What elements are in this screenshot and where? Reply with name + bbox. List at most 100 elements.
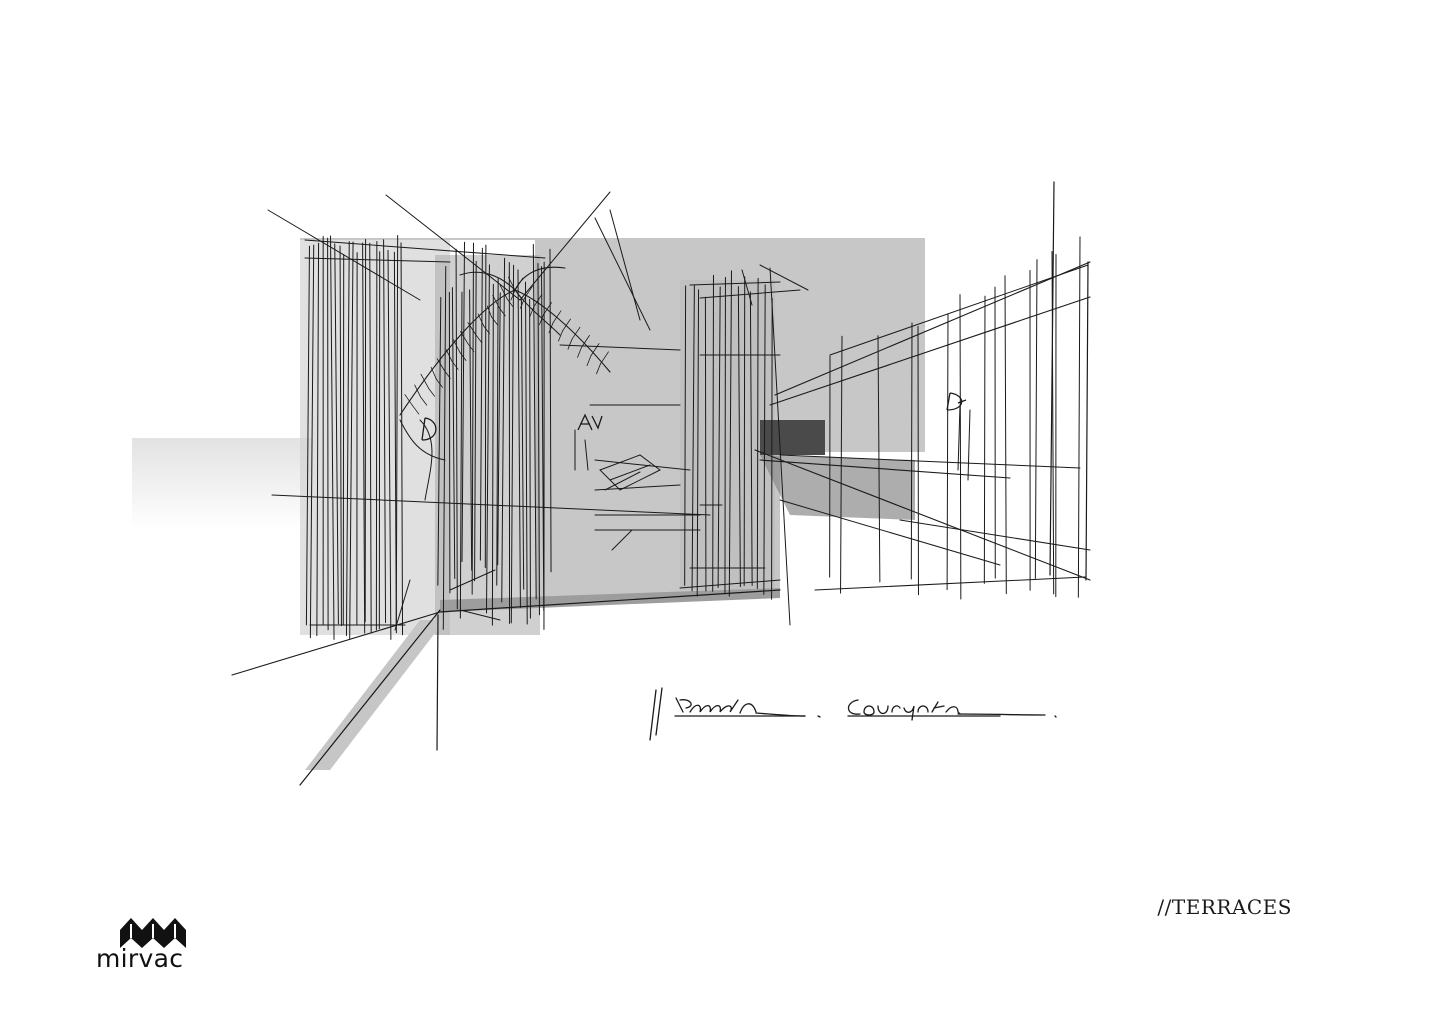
sketch-stroke — [541, 266, 545, 612]
sketch-stroke — [436, 378, 443, 388]
sketch-stroke — [524, 281, 528, 625]
sketch-stroke — [498, 307, 506, 317]
sketch-stroke — [479, 247, 483, 561]
sketch-stroke — [577, 346, 582, 358]
sketch-stroke — [524, 285, 533, 299]
sketch-stroke — [559, 344, 681, 351]
sketch-stroke — [562, 318, 571, 332]
sketch-stroke — [594, 459, 691, 471]
sketch-stroke — [756, 277, 759, 589]
right-column-wash — [680, 280, 775, 590]
sketch-stroke — [492, 294, 500, 309]
sketch-stroke — [543, 302, 552, 316]
sketch-stroke — [428, 387, 435, 397]
sketch-stroke — [814, 576, 1086, 591]
sketch-stroke — [959, 294, 962, 600]
sketch-stroke — [414, 384, 422, 398]
sketch-stroke — [514, 289, 611, 373]
sketch-stroke — [452, 339, 461, 353]
sketch-stroke — [304, 239, 546, 259]
sketch-stroke — [475, 334, 483, 344]
sketch-stroke — [334, 243, 339, 625]
sketch-stroke — [507, 276, 516, 291]
sketch-stroke — [737, 286, 741, 588]
mirvac-logo-icon — [120, 918, 186, 948]
sketch-stroke — [717, 286, 721, 588]
sketch-stroke — [486, 305, 492, 318]
sketch-stroke — [684, 285, 687, 586]
sketch-stroke — [571, 326, 581, 340]
sketch-stroke — [437, 296, 442, 586]
sketch-stroke — [769, 267, 791, 626]
sketch-stroke — [743, 276, 746, 586]
sketch-stroke — [404, 394, 414, 407]
sketch-stroke — [491, 283, 494, 626]
sketch-stroke — [763, 284, 766, 595]
sketch-stroke — [430, 366, 437, 380]
sketch-stroke — [496, 277, 499, 586]
sketch-stroke — [899, 519, 1091, 551]
sketch-stroke — [840, 335, 843, 594]
floor-wash-strip — [305, 620, 445, 770]
sketch-stroke — [455, 248, 458, 610]
sketch-stroke — [517, 269, 521, 608]
sketch-stroke — [369, 242, 372, 634]
sketch-stroke — [506, 298, 514, 308]
sketch-stroke — [459, 291, 463, 619]
sketch-stroke — [957, 404, 971, 481]
bench-shadow — [760, 455, 915, 520]
sketch-stroke — [448, 291, 451, 594]
sketch-stroke — [529, 305, 535, 317]
annotation-d-left — [421, 417, 437, 441]
sketch-stroke — [477, 313, 484, 327]
sketch-stroke — [600, 351, 609, 365]
sketch-stroke — [459, 352, 467, 361]
sketch-stroke — [779, 499, 1001, 566]
sketch-stroke — [442, 265, 447, 630]
sketch-stroke — [449, 569, 496, 591]
sketch-stroke — [305, 245, 310, 626]
sketch-stroke — [983, 295, 986, 584]
sketch-stroke — [532, 244, 537, 600]
sketch-stroke — [537, 262, 540, 616]
sketch-stroke — [1077, 236, 1081, 598]
sketch-stroke — [774, 261, 1091, 396]
sketch-stroke — [689, 281, 781, 286]
sketch-stroke — [549, 248, 552, 573]
sketch-stroke — [474, 260, 477, 582]
sketch-stroke — [759, 264, 809, 291]
sketch-stroke — [552, 310, 562, 324]
sketch-stroke — [728, 270, 732, 597]
annotation-marks — [421, 392, 967, 441]
sketch-stroke — [581, 334, 590, 348]
sketch-stroke — [699, 289, 801, 299]
sketch-stroke — [594, 217, 651, 331]
sketch-stroke — [599, 454, 661, 491]
sketch-stroke — [339, 245, 342, 627]
sketch-stroke — [491, 316, 498, 326]
sketch-stroke — [567, 338, 573, 350]
sketch-stroke — [771, 297, 773, 600]
brand-logo: mirvac — [96, 918, 196, 978]
handwritten-caption — [649, 687, 1057, 741]
sketch-stroke — [469, 289, 473, 571]
sketch-stroke — [829, 264, 1089, 356]
sketch-stroke — [383, 239, 387, 624]
annotation-a — [577, 413, 603, 431]
sketch-stroke — [460, 331, 469, 344]
sketch-stroke — [436, 614, 439, 751]
sketch-stroke — [443, 369, 451, 379]
sketch-stroke — [558, 330, 563, 342]
sketch-stroke — [499, 284, 508, 300]
sketch-stroke — [483, 325, 490, 335]
sketch-stroke — [385, 194, 521, 301]
sketch-stroke — [754, 449, 1091, 581]
sketch-stroke — [467, 343, 475, 352]
sketch-stroke — [1049, 181, 1055, 576]
sketch-stroke — [514, 277, 524, 291]
sketch-stroke — [445, 349, 453, 362]
sketch-stroke — [946, 313, 949, 591]
brand-wordmark: mirvac — [96, 944, 184, 973]
